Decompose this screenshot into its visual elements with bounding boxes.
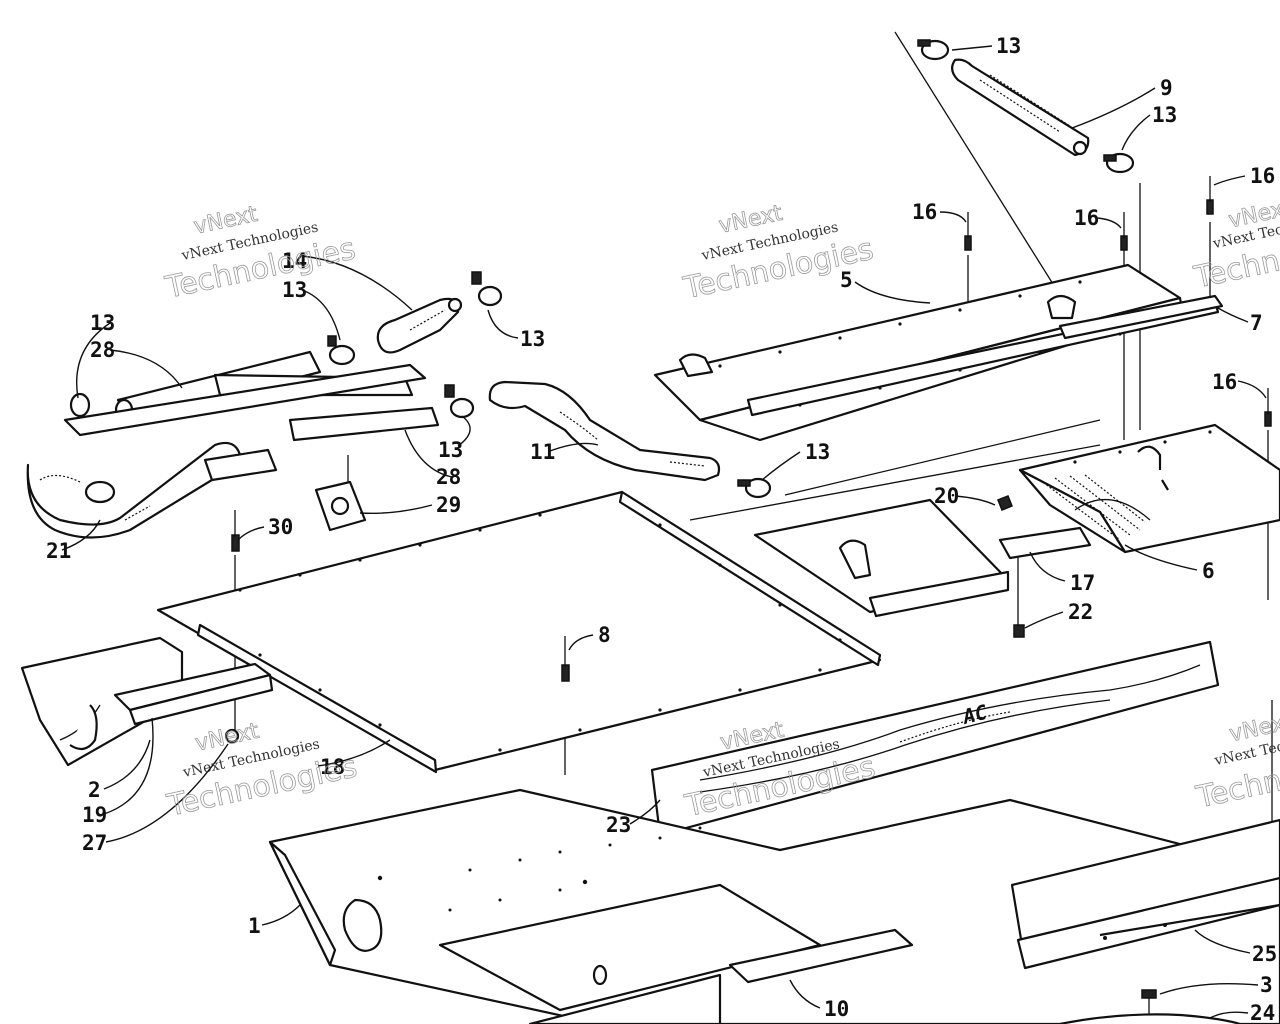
strip-7 <box>1058 294 1224 340</box>
channel-19 <box>113 662 274 726</box>
pad-strip <box>63 363 427 437</box>
fitting-rail5-left <box>678 353 714 378</box>
hose-21 <box>26 441 278 539</box>
callout-10: 10 <box>824 997 849 1021</box>
leader-lines <box>61 45 1267 1019</box>
clamp-13-left-2 <box>327 335 356 366</box>
fitting-rail5-mid <box>1046 294 1077 320</box>
part-24 <box>1059 1013 1241 1024</box>
callout-13: 13 <box>438 438 463 462</box>
pin-16-c <box>1206 176 1214 215</box>
callout-22: 22 <box>1068 600 1093 624</box>
callout-25: 25 <box>1252 942 1277 966</box>
callout-23: 23 <box>606 813 631 837</box>
side-panel-23: AC <box>650 640 1220 837</box>
bracket-2 <box>20 636 184 767</box>
callout-3: 3 <box>1260 973 1273 997</box>
callout-21: 21 <box>46 539 71 563</box>
callout-7: 7 <box>1250 311 1263 335</box>
callout-9: 9 <box>1160 76 1173 100</box>
watermark-6: vNext vNext Technologies Technologies <box>1192 709 1280 816</box>
clamp-13-left-1 <box>69 392 91 418</box>
hose-11 <box>488 380 721 482</box>
clamp-13-top <box>917 39 950 61</box>
washer-27 <box>224 728 240 744</box>
callout-16: 16 <box>1250 164 1275 188</box>
bracket-17 <box>998 526 1092 560</box>
grommet-29 <box>314 480 367 532</box>
watermark-4: vNext vNext Technologies Technologies <box>163 718 361 824</box>
clamp-13-left-3 <box>471 271 503 307</box>
callout-24: 24 <box>1250 1001 1275 1024</box>
callout-13: 13 <box>805 440 830 464</box>
callout-13: 13 <box>282 278 307 302</box>
hose-14 <box>376 297 463 354</box>
pin-16-b <box>1120 212 1128 251</box>
watermark-3: vNext vNext Technologies Technologies <box>1190 195 1280 296</box>
callout-14: 14 <box>282 249 307 273</box>
callout-29: 29 <box>436 493 461 517</box>
callout-1: 1 <box>248 914 261 938</box>
nut-20 <box>997 495 1013 511</box>
callout-28: 28 <box>436 465 461 489</box>
callout-28: 28 <box>90 338 115 362</box>
callout-17: 17 <box>1070 571 1095 595</box>
callout-16: 16 <box>1074 206 1099 230</box>
runner-25 <box>1010 818 1280 970</box>
callout-11: 11 <box>530 440 555 464</box>
plate-10 <box>728 928 914 984</box>
callout-2: 2 <box>88 778 101 802</box>
callout-20: 20 <box>934 484 959 508</box>
middle-plate <box>753 498 1010 618</box>
callout-30: 30 <box>268 515 293 539</box>
callout-13: 13 <box>90 311 115 335</box>
pin-8 <box>561 636 570 682</box>
clamp-13-left-4 <box>444 384 475 419</box>
clamp-13-mid <box>737 477 772 499</box>
callout-13: 13 <box>996 34 1021 58</box>
callout-18: 18 <box>320 755 345 779</box>
pin-16-a <box>964 212 972 251</box>
callouts: 13 9 13 16 16 16 16 5 7 14 13 13 13 28 1… <box>46 34 1277 1024</box>
callout-19: 19 <box>82 803 107 827</box>
callout-8: 8 <box>598 623 611 647</box>
bolt-22 <box>1013 624 1025 638</box>
pin-30 <box>231 510 240 552</box>
callout-6: 6 <box>1202 559 1215 583</box>
callout-13: 13 <box>520 327 545 351</box>
callout-16: 16 <box>1212 370 1237 394</box>
heat-exchanger-6 <box>1018 423 1280 554</box>
hose-9 <box>951 58 1090 157</box>
pin-16-d <box>1264 388 1272 427</box>
watermark-1: vNext vNext Technologies Technologies <box>161 201 359 306</box>
callout-13: 13 <box>1152 103 1177 127</box>
callout-5: 5 <box>840 268 853 292</box>
main-panel <box>156 490 882 774</box>
clamp-13-right <box>1103 152 1135 174</box>
callout-27: 27 <box>82 831 107 855</box>
callout-16: 16 <box>912 200 937 224</box>
